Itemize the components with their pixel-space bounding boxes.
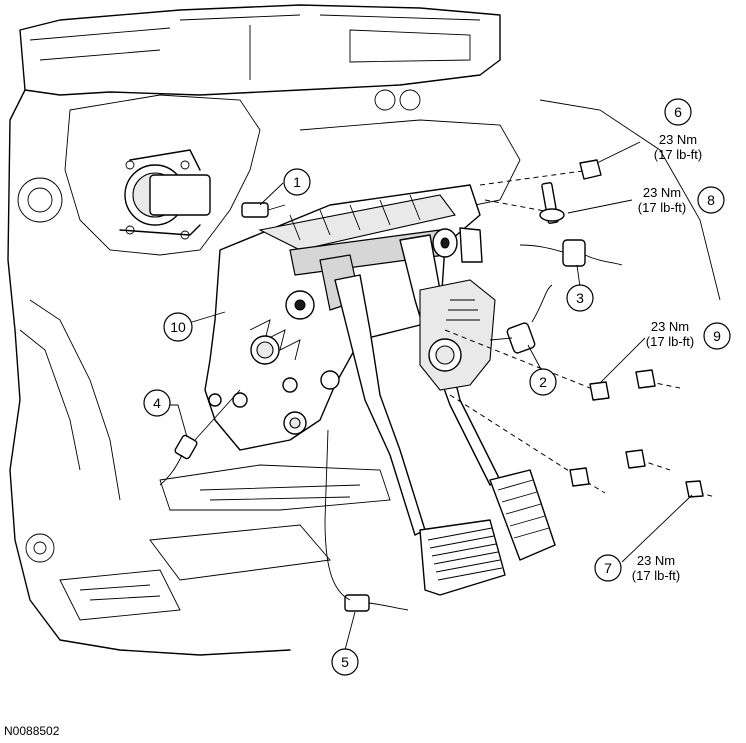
callout-9-number: 9: [713, 328, 721, 344]
torque-8-metric: 23 Nm: [643, 185, 681, 200]
clutch-master-cylinder: [119, 149, 211, 240]
clutch-pedal: [334, 274, 506, 596]
callout-2-number: 2: [539, 374, 547, 390]
callout-8: 8: [697, 186, 725, 214]
callout-5-number: 5: [341, 654, 349, 670]
callout-6-number: 6: [674, 104, 682, 120]
fasteners: [444, 159, 716, 498]
torque-6-metric: 23 Nm: [659, 132, 697, 147]
torque-7-imperial: (17 lb-ft): [632, 568, 680, 583]
torque-spec-6: 23 Nm (17 lb-ft): [654, 132, 702, 162]
bulkhead-background: [7, 4, 721, 656]
accelerator-pedal: [399, 234, 556, 561]
callout-7-number: 7: [604, 560, 612, 576]
callout-2: 2: [529, 368, 557, 396]
torque-6-imperial: (17 lb-ft): [654, 147, 702, 162]
callout-10: 10: [163, 312, 193, 342]
torque-spec-9: 23 Nm (17 lb-ft): [646, 319, 694, 349]
figure-code: N0088502: [4, 724, 60, 738]
callout-1-number: 1: [293, 174, 301, 190]
callout-7: 7: [594, 554, 622, 582]
torque-7-metric: 23 Nm: [637, 553, 675, 568]
callout-3: 3: [566, 284, 594, 312]
callout-8-number: 8: [707, 192, 715, 208]
callout-1: 1: [283, 168, 311, 196]
torque-8-imperial: (17 lb-ft): [638, 200, 686, 215]
torque-spec-7: 23 Nm (17 lb-ft): [632, 553, 680, 583]
callout-9: 9: [703, 322, 731, 350]
callout-4-number: 4: [153, 395, 161, 411]
torque-9-imperial: (17 lb-ft): [646, 334, 694, 349]
callout-5: 5: [331, 648, 359, 676]
callout-3-number: 3: [576, 290, 584, 306]
callout-6: 6: [664, 98, 692, 126]
torque-9-metric: 23 Nm: [651, 319, 689, 334]
torque-spec-8: 23 Nm (17 lb-ft): [638, 185, 686, 215]
callout-4: 4: [143, 389, 171, 417]
leader-lines: [157, 141, 693, 651]
callout-10-number: 10: [170, 319, 186, 335]
